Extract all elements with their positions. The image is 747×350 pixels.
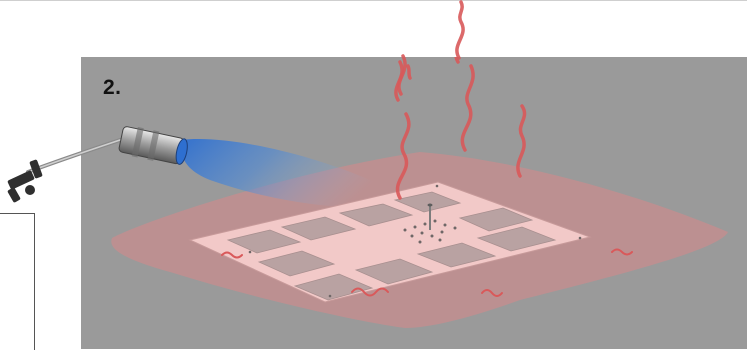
step-number: 2. <box>103 76 122 99</box>
blowtorch-icon <box>7 126 188 203</box>
torch-flame <box>181 139 395 208</box>
adjacent-panel-edge <box>0 213 35 350</box>
heat-squiggles <box>221 248 633 297</box>
heat-wave-top <box>397 0 465 96</box>
top-divider <box>0 0 747 1</box>
heat-spreader-plate <box>188 181 592 303</box>
